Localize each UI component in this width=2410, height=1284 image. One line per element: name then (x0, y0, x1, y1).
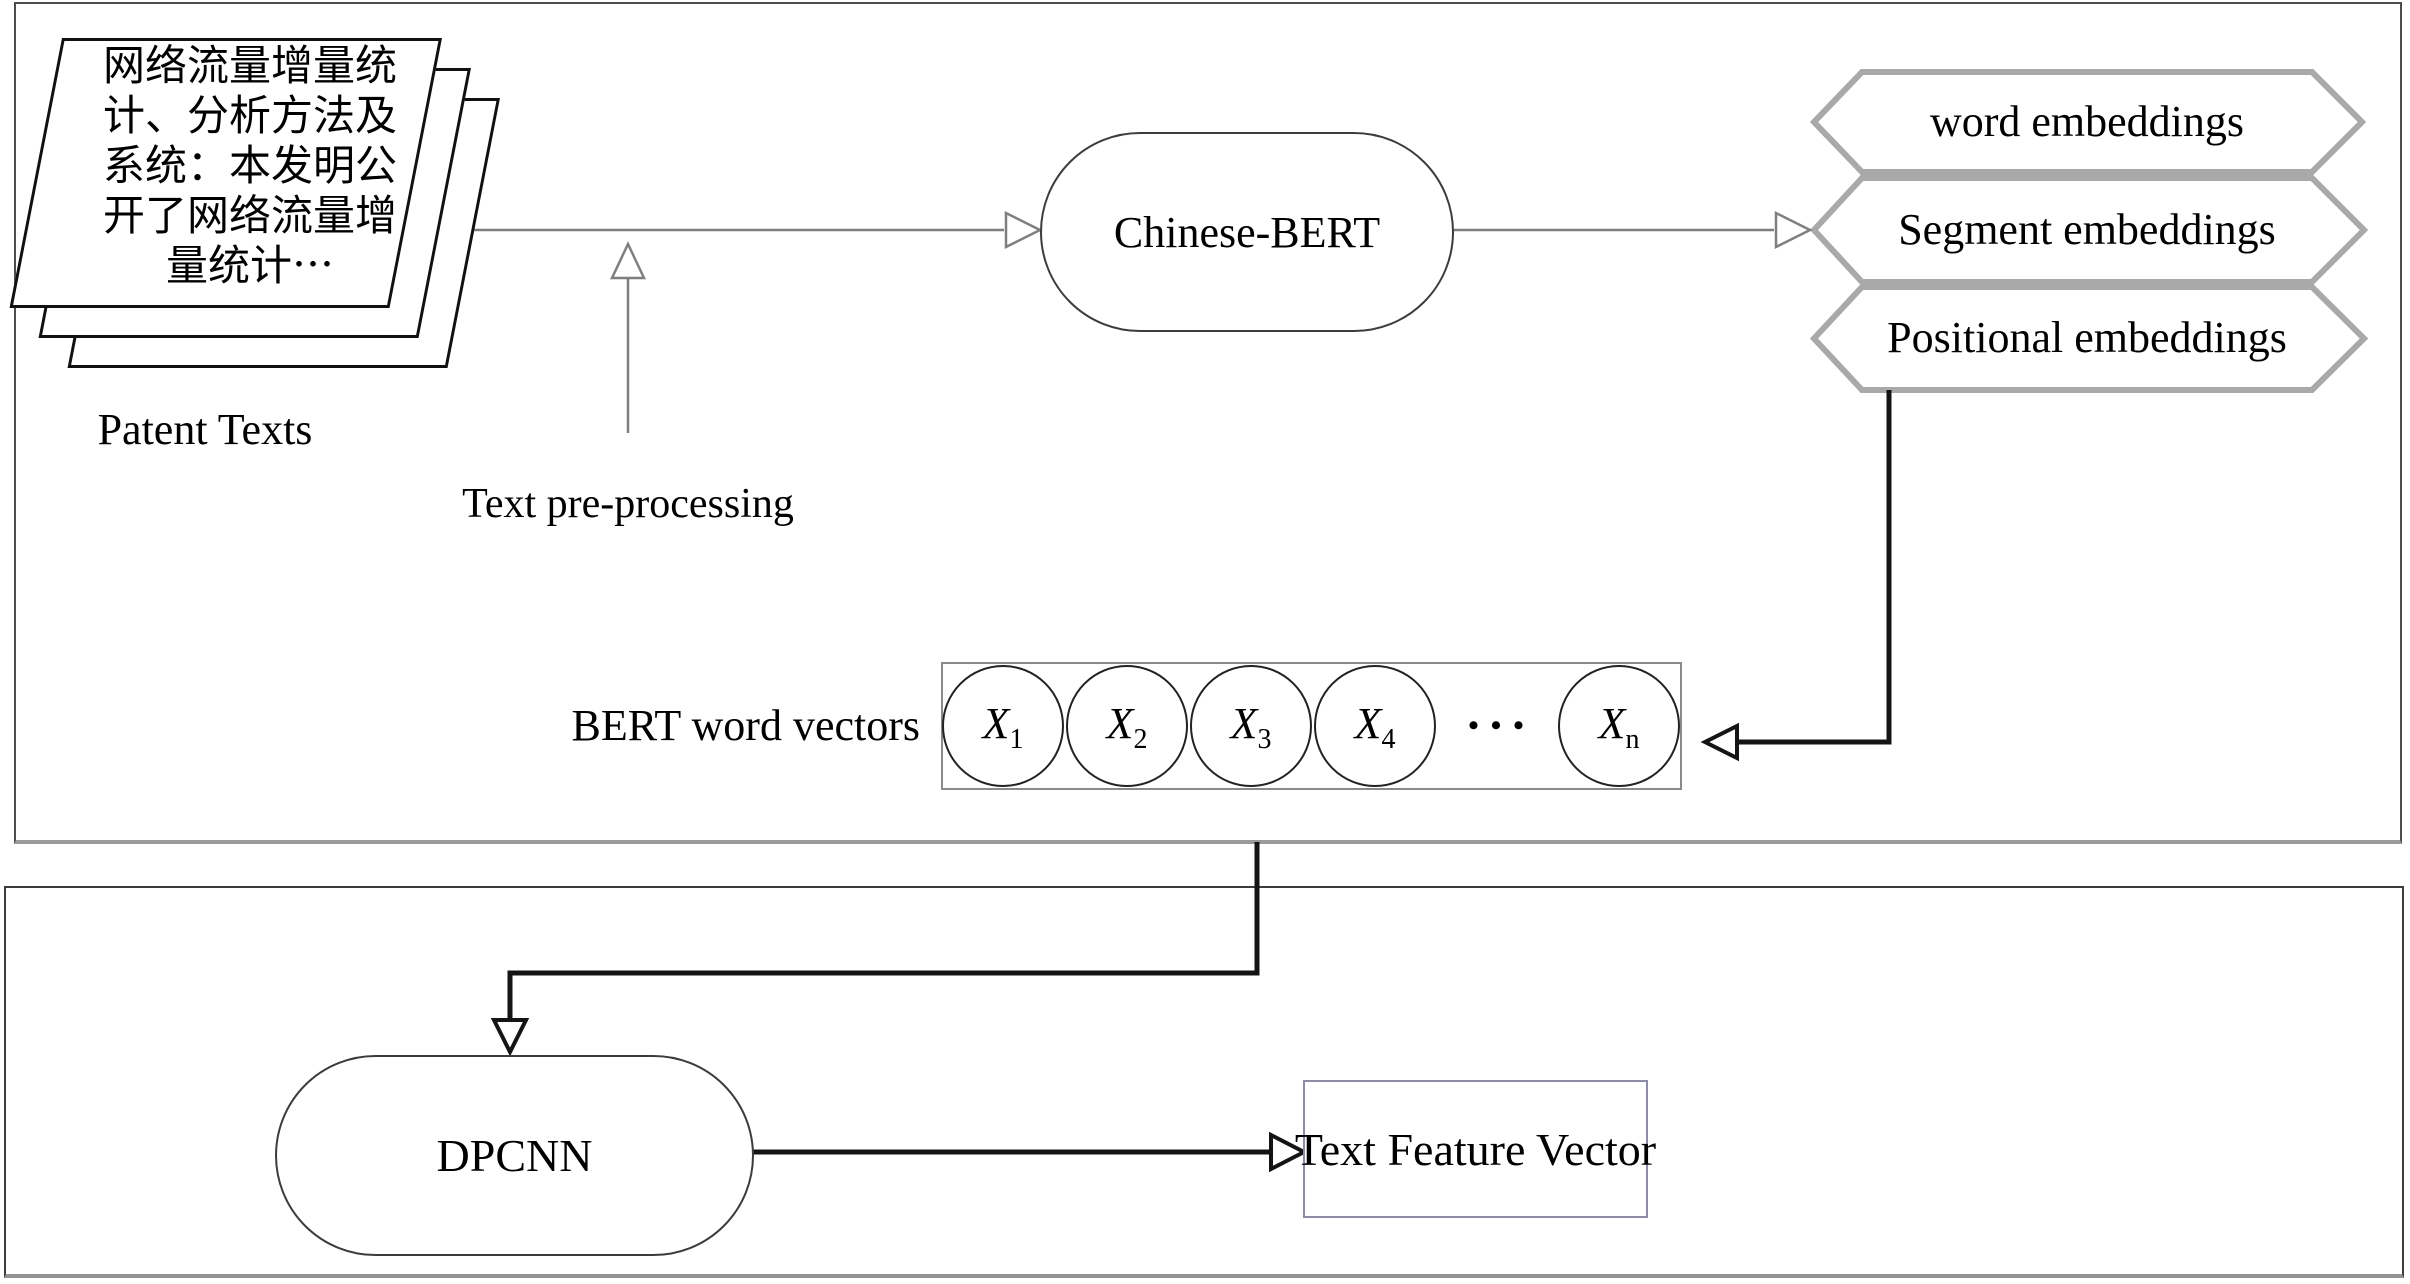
ellipsis-dots: ••• (1468, 709, 1536, 742)
arrow-embeddings-to-vectors (1700, 390, 1892, 762)
word-vector-x1: X1 (942, 665, 1064, 787)
chinese-bert-label: Chinese-BERT (1113, 207, 1381, 257)
arrow-preprocessing (610, 241, 646, 433)
word-vector-xn: Xn (1558, 665, 1680, 787)
chinese-bert-node: Chinese-BERT (1040, 132, 1454, 332)
doc-line: 系统：本发明公 (102, 144, 397, 190)
text-feature-vector-box: Text Feature Vector (1295, 1080, 1656, 1218)
hexagon-positional-embeddings (1809, 284, 2369, 393)
encoder-section-box (14, 2, 2402, 844)
doc-line: 网络流量增量统 (102, 44, 397, 90)
doc-line: 量统计⋯ (165, 244, 334, 290)
text-feature-vector-label: Text Feature Vector (1294, 1123, 1657, 1175)
word-vector-x2: X2 (1066, 665, 1188, 787)
doc-line: 开了网络流量增 (102, 194, 397, 240)
word-embeddings-label: word embeddings (1929, 97, 2245, 146)
positional-embeddings-label: Positional embeddings (1887, 313, 2287, 362)
preprocessing-label: Text pre-processing (462, 481, 794, 527)
arrow-patent-to-bert (455, 210, 1043, 250)
patent-texts-caption: Patent Texts (97, 405, 313, 454)
dpcnn-node: DPCNN (275, 1055, 754, 1256)
word-vector-x3: X3 (1190, 665, 1312, 787)
embedding-hexagons (1809, 69, 2369, 393)
arrow-bert-to-embeddings (1450, 210, 1813, 250)
classifier-section-box (4, 886, 2404, 1278)
dpcnn-label: DPCNN (436, 1130, 593, 1181)
word-vector-x4: X4 (1314, 665, 1436, 787)
bert-word-vectors-label: BERT word vectors (571, 701, 921, 750)
hexagon-word-embeddings (1809, 69, 2367, 175)
segment-embeddings-label: Segment embeddings (1898, 205, 2276, 254)
patent-document-text: 网络流量增量统 计、分析方法及 系统：本发明公 开了网络流量增 量统计⋯ (85, 42, 415, 292)
arrow-vectors-to-dpcnn (490, 842, 1260, 1057)
doc-line: 计、分析方法及 (102, 94, 397, 140)
arrow-dpcnn-to-output (750, 1131, 1309, 1173)
hexagon-segment-embeddings (1809, 175, 2369, 285)
